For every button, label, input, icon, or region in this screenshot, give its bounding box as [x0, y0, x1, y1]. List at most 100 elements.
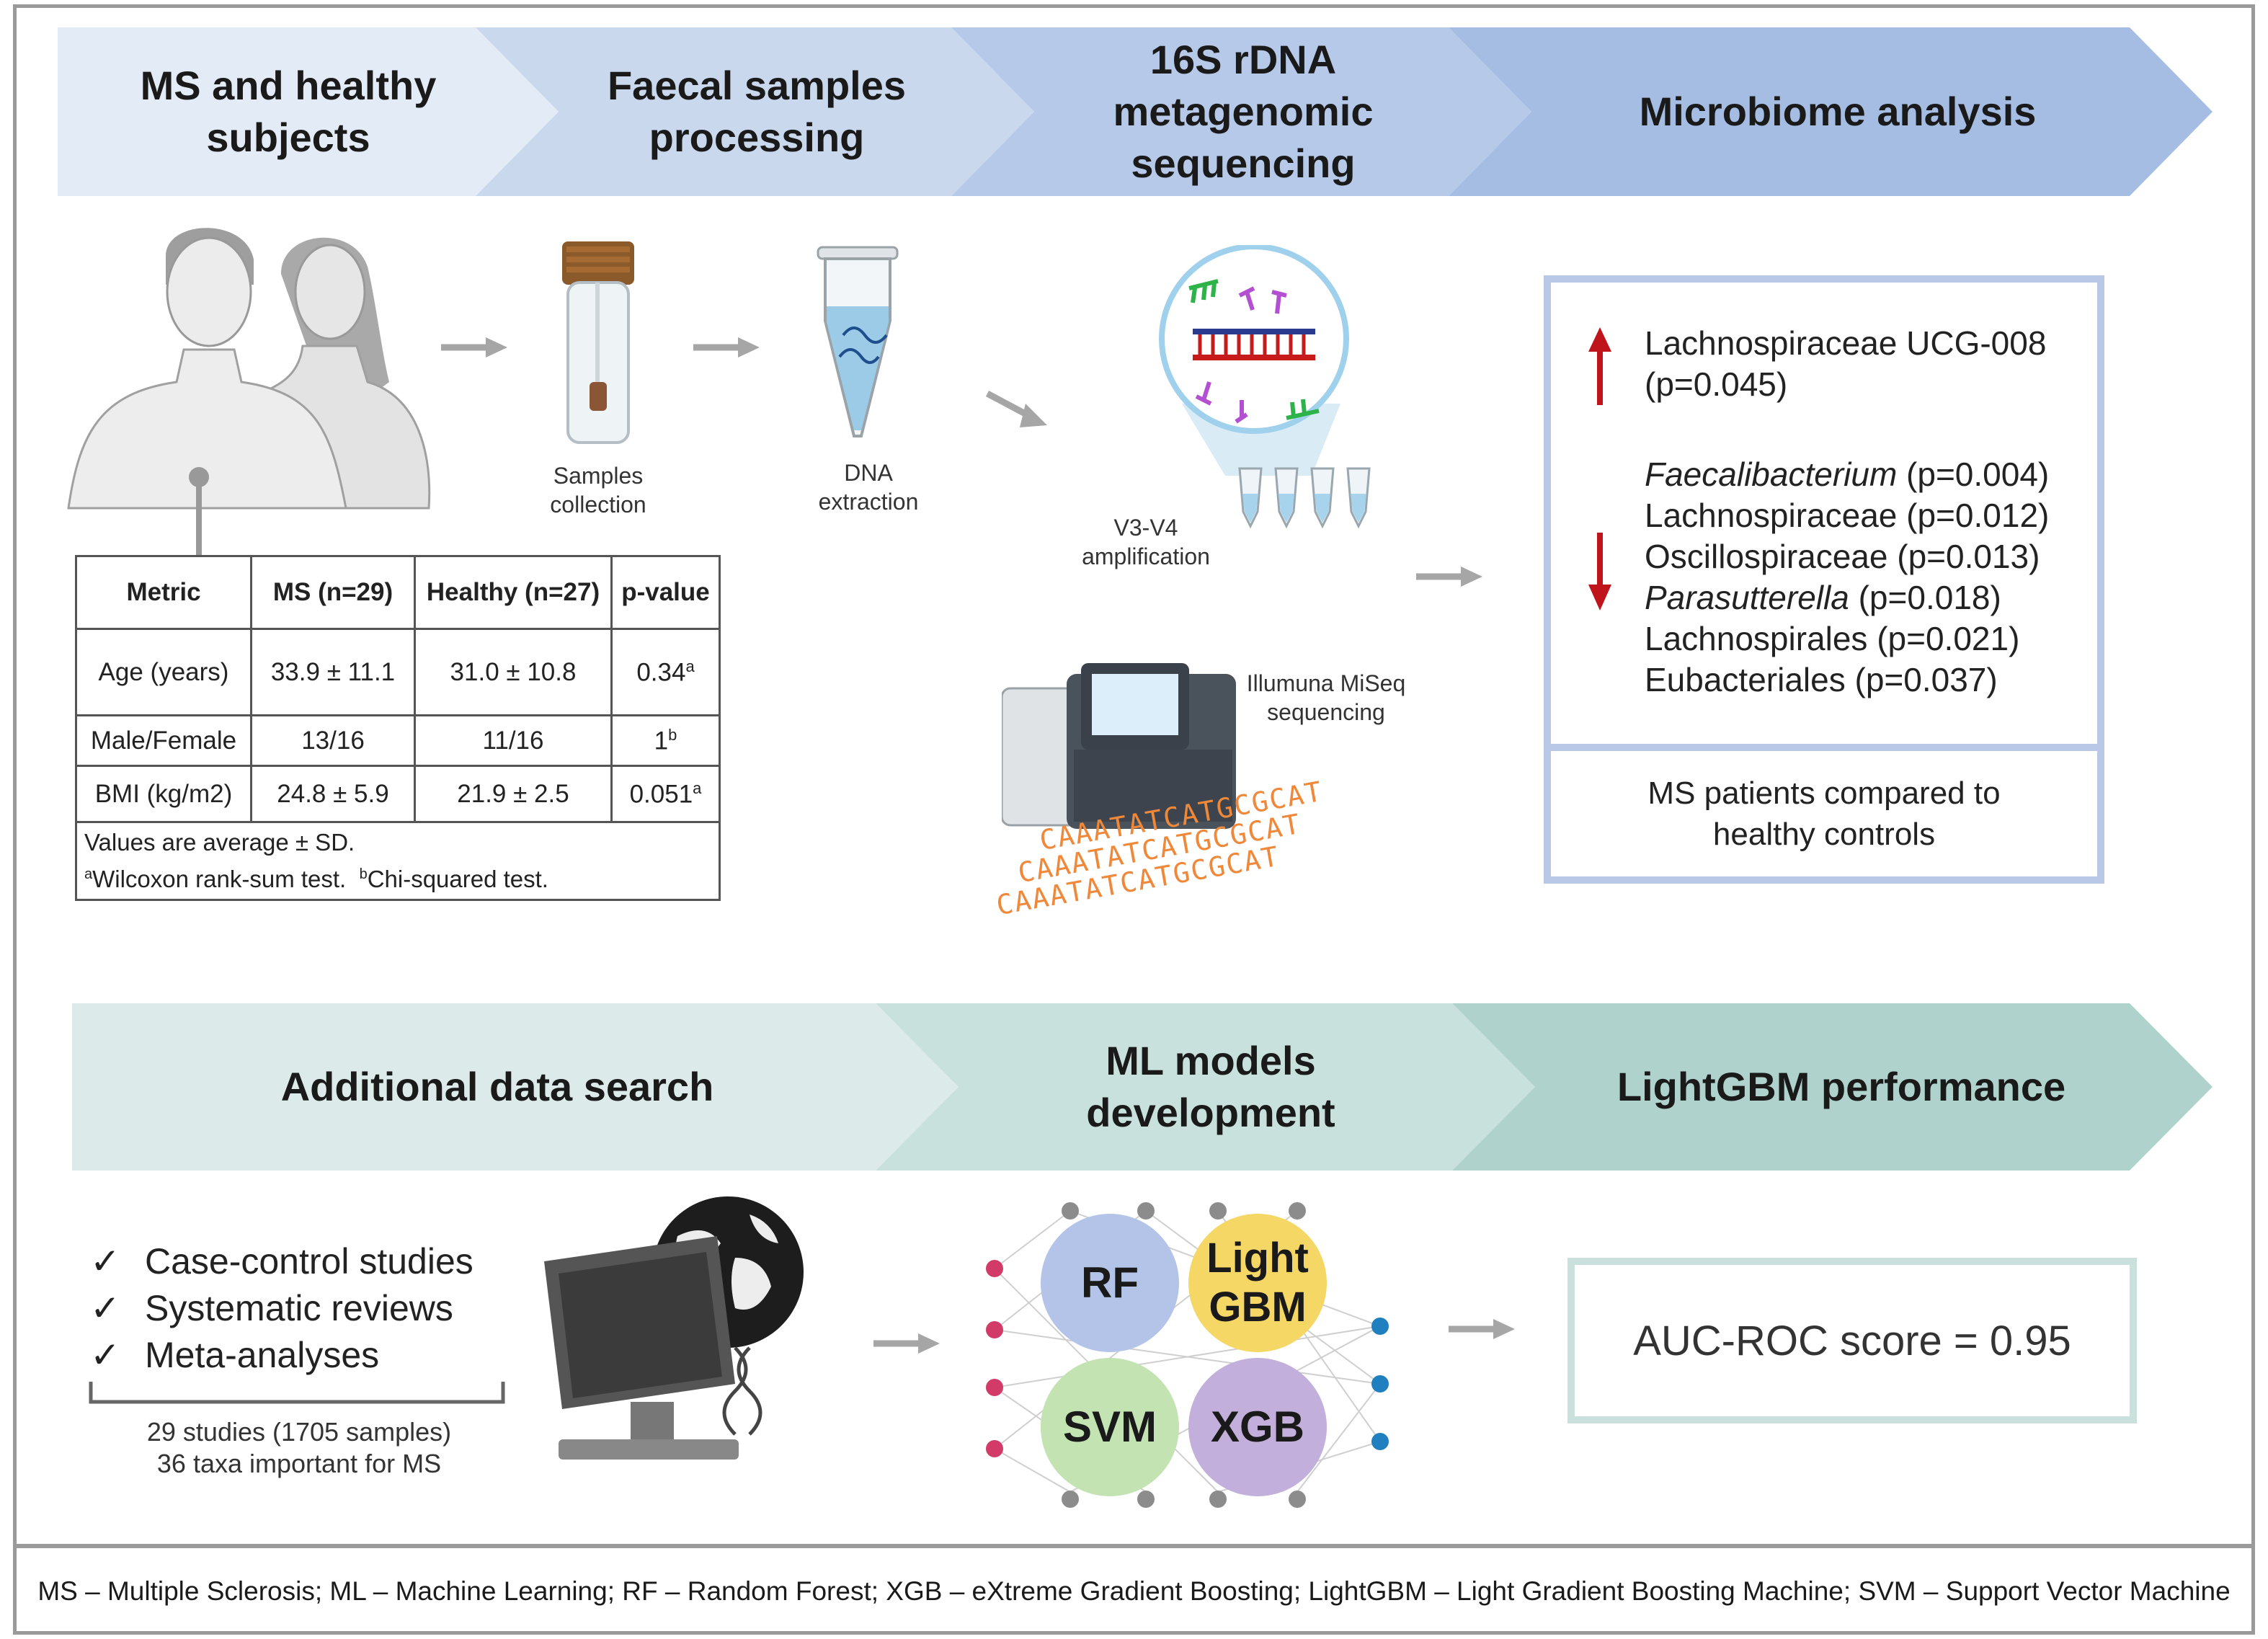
- xgb-label: XGB: [1210, 1403, 1305, 1451]
- step-faecal-processing: Faecal samples processing: [533, 29, 980, 195]
- top-chevron-1: [58, 27, 559, 196]
- taxon-name: Eubacteriales: [1645, 661, 1846, 698]
- table-row: Age (years) 33.9 ± 11.1 31.0 ± 10.8 0.34…: [75, 628, 721, 716]
- model-rf-label: RF: [1041, 1214, 1179, 1352]
- svm-label: SVM: [1062, 1403, 1157, 1451]
- row-age-p-sup: a: [685, 657, 695, 675]
- bottom-chevron-3: [1452, 1003, 2213, 1171]
- dna-extraction-line1: DNA: [844, 460, 893, 486]
- decreased-taxon: Lachnospirales (p=0.021): [1645, 618, 2049, 659]
- table-row: Male/Female 13/16 11/16 1b: [75, 714, 721, 767]
- checklist-label: Systematic reviews: [145, 1288, 453, 1328]
- taxon-name: Lachnospirales: [1645, 620, 1868, 657]
- row-sex-healthy: 11/16: [414, 714, 613, 767]
- auc-score-text: AUC-ROC score = 0.95: [1633, 1317, 2071, 1364]
- row-age-metric: Age (years): [75, 628, 252, 716]
- table-note-line2: aWilcoxon rank-sum test. bChi-squared te…: [84, 858, 719, 895]
- step-4-line1: Microbiome analysis: [1639, 89, 2037, 134]
- taxon-name: Oscillospiraceae: [1645, 538, 1888, 575]
- row-sex-ms: 13/16: [250, 714, 416, 767]
- row-sex-p: 1b: [610, 714, 721, 767]
- decreased-taxa-list: Faecalibacterium (p=0.004) Lachnospirace…: [1645, 454, 2049, 701]
- increase-arrow-icon: [1588, 327, 1611, 405]
- xgb-circle: [1188, 1358, 1327, 1496]
- row-sex-p-sup: b: [668, 725, 677, 744]
- rf-label: RF: [1081, 1258, 1139, 1307]
- check-icon: ✓: [90, 1335, 120, 1375]
- top-chevron-2: [476, 27, 1034, 196]
- svm-circle: [1041, 1358, 1179, 1496]
- table-header-row: Metric MS (n=29) Healthy (n=27) p-value: [75, 555, 721, 630]
- step-3-line2: metagenomic: [1113, 89, 1374, 134]
- decreased-taxon: Eubacteriales (p=0.037): [1645, 659, 2049, 701]
- decreased-taxon: Lachnospiraceae (p=0.012): [1645, 495, 2049, 536]
- study-summary: 29 studies (1705 samples) 36 taxa import…: [94, 1416, 504, 1480]
- dna-tube-icon: [817, 246, 899, 437]
- arrow-to-auc: [1449, 1319, 1515, 1339]
- decrease-arrow-icon: [1588, 533, 1611, 610]
- summary-line2: 36 taxa important for MS: [156, 1449, 442, 1478]
- top-banner-shapes: [58, 27, 2213, 196]
- model-svm-label: SVM: [1041, 1358, 1179, 1496]
- microbiome-results-box: Lachnospiraceae UCG-008 (p=0.045) Faecal…: [1544, 275, 2104, 884]
- sequencing-line1: Illumuna MiSeq: [1246, 670, 1406, 696]
- pcr-amplification-illustration: [1159, 245, 1371, 529]
- row-bmi-p-sup: a: [693, 778, 702, 797]
- step-ml-models: ML models development: [959, 1003, 1463, 1171]
- row-age-ms: 33.9 ± 11.1: [250, 628, 416, 716]
- step-lightgbm-performance: LightGBM performance: [1535, 1003, 2148, 1171]
- header-metric: Metric: [75, 555, 252, 630]
- check-icon: ✓: [90, 1241, 120, 1282]
- samples-collection-line1: Samples: [553, 463, 644, 489]
- decreased-taxon: Oscillospiraceae (p=0.013): [1645, 536, 2049, 577]
- row-bmi-ms: 24.8 ± 5.9: [250, 765, 416, 823]
- bottom-step-3-line1: LightGBM performance: [1616, 1064, 2066, 1109]
- footer-text: MS – Multiple Sclerosis; ML – Machine Le…: [37, 1576, 2231, 1606]
- table-note-row: Values are average ± SD. aWilcoxon rank-…: [75, 821, 721, 901]
- step-3-line1: 16S rDNA: [1149, 37, 1337, 82]
- bottom-chevron-2: [876, 1003, 1535, 1171]
- model-lightgbm-label: Light GBM: [1188, 1214, 1327, 1352]
- step-3-line3: sequencing: [1131, 141, 1356, 186]
- row-age-healthy: 31.0 ± 10.8: [414, 628, 613, 716]
- table-row: BMI (kg/m2) 24.8 ± 5.9 21.9 ± 2.5 0.051a: [75, 765, 721, 823]
- lightgbm-circle: [1188, 1214, 1327, 1352]
- dna-sequence-art: CAAATATCATGCGCAT CAAATATCATGCGCAT CAAATA…: [951, 776, 1326, 921]
- taxon-p: (p=0.037): [1845, 661, 1998, 698]
- step-ms-healthy-subjects: MS and healthy subjects: [72, 29, 504, 195]
- note-sup-b: b: [359, 866, 368, 882]
- row-bmi-p-value: 0.051: [629, 780, 693, 809]
- connector-line: [196, 505, 202, 556]
- arrow-to-results: [1416, 567, 1482, 587]
- decreased-taxon: Parasutterella (p=0.018): [1645, 577, 2049, 618]
- arrow-to-samples: [441, 337, 507, 357]
- note-wilcoxon: Wilcoxon rank-sum test.: [92, 866, 347, 892]
- taxon-p: (p=0.018): [1849, 579, 2001, 616]
- taxon-name: Lachnospiraceae: [1645, 497, 1898, 534]
- abbreviations-footer: MS – Multiple Sclerosis; ML – Machine Le…: [22, 1550, 2246, 1633]
- amplification-label: V3-V4 amplification: [1045, 513, 1247, 571]
- checklist-label: Meta-analyses: [145, 1335, 380, 1375]
- lightgbm-line2: GBM: [1209, 1284, 1307, 1331]
- top-chevron-3: [951, 27, 1531, 196]
- samples-collection-label: Samples collection: [504, 461, 692, 519]
- dna-extraction-line2: extraction: [818, 489, 919, 515]
- amplification-line1: V3-V4: [1113, 515, 1178, 541]
- row-bmi-p: 0.051a: [610, 765, 721, 823]
- bottom-banner-shapes: [72, 1003, 2213, 1171]
- footer-divider: [13, 1544, 2255, 1548]
- step-1-line1: MS and healthy: [140, 63, 437, 108]
- rf-circle: [1041, 1214, 1179, 1352]
- bottom-step-1-line1: Additional data search: [280, 1064, 714, 1109]
- caption-line1: MS patients compared to: [1647, 776, 2001, 811]
- check-icon: ✓: [90, 1288, 120, 1328]
- arrow-to-amplification: [985, 391, 1047, 427]
- increased-taxon: Lachnospiraceae UCG-008 (p=0.045): [1645, 323, 2046, 405]
- arrow-to-ml-models: [873, 1333, 940, 1354]
- caption-line2: healthy controls: [1712, 817, 1936, 852]
- bottom-chevron-1: [72, 1003, 959, 1171]
- miseq-sequencer-icon: [1002, 663, 1236, 829]
- table-note-line1: Values are average ± SD.: [84, 829, 355, 856]
- checklist-label: Case-control studies: [145, 1241, 473, 1282]
- row-age-p-value: 0.34: [636, 658, 686, 687]
